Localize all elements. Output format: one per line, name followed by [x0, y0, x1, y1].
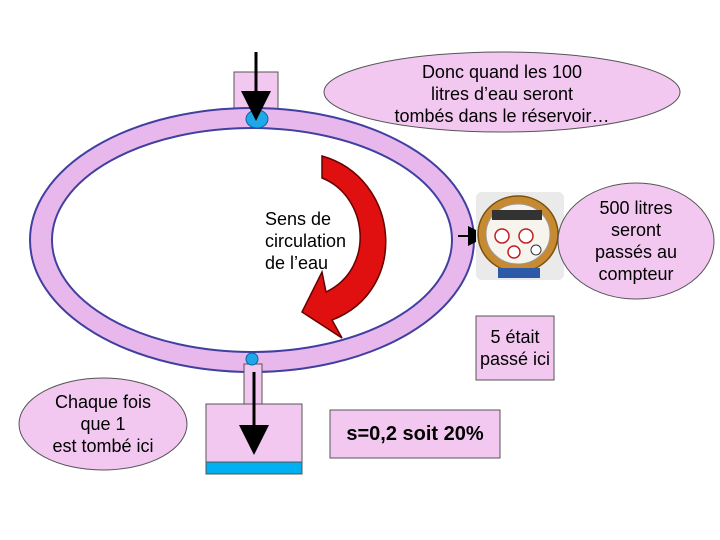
top-bubble [323, 51, 681, 133]
fallen-here-line-2: que 1 [80, 414, 126, 434]
fallen-here-bubble [18, 377, 188, 471]
circulation-ring [28, 107, 476, 373]
meter-bubble-line-1: 500 litres [599, 198, 673, 218]
fallen-here-line-3: est tombé ici [52, 436, 154, 456]
top-valve [245, 109, 269, 129]
passed-here-text: 5 était passé ici [476, 326, 554, 370]
fallen-here-line-1: Chaque fois [54, 392, 152, 412]
curved-arrow-icon [301, 155, 387, 339]
meter-bubble-text: 500 litres seront passés au compteur [586, 197, 686, 285]
passed-here-box [475, 315, 555, 381]
result-text: s=0,2 soit 20% [346, 423, 484, 445]
reservoir-water [205, 461, 303, 475]
circulation-line-3: de l’eau [265, 253, 329, 273]
passed-here-line-2: passé ici [479, 349, 551, 369]
passed-here-line-1: 5 était [490, 327, 540, 347]
circulation-line-2: circulation [265, 231, 347, 251]
meter-bubble [557, 182, 715, 300]
result-box [329, 409, 501, 459]
top-bubble-text: Donc quand les 100 litres d’eau seront t… [362, 61, 642, 127]
circulation-line-1: Sens de [265, 209, 332, 229]
meter-bubble-line-4: compteur [598, 264, 674, 284]
top-bubble-line-1: Donc quand les 100 [421, 62, 583, 82]
meter-bubble-line-3: passés au [594, 242, 678, 262]
top-bubble-line-3: tombés dans le réservoir… [394, 106, 610, 126]
meter-bubble-line-2: seront [610, 220, 662, 240]
top-bubble-line-2: litres d’eau seront [430, 84, 574, 104]
bottom-valve [245, 352, 259, 366]
circulation-text: Sens de circulation de l’eau [265, 208, 346, 274]
water-meter-icon [476, 192, 564, 280]
fallen-here-text: Chaque fois que 1 est tombé ici [33, 391, 173, 457]
